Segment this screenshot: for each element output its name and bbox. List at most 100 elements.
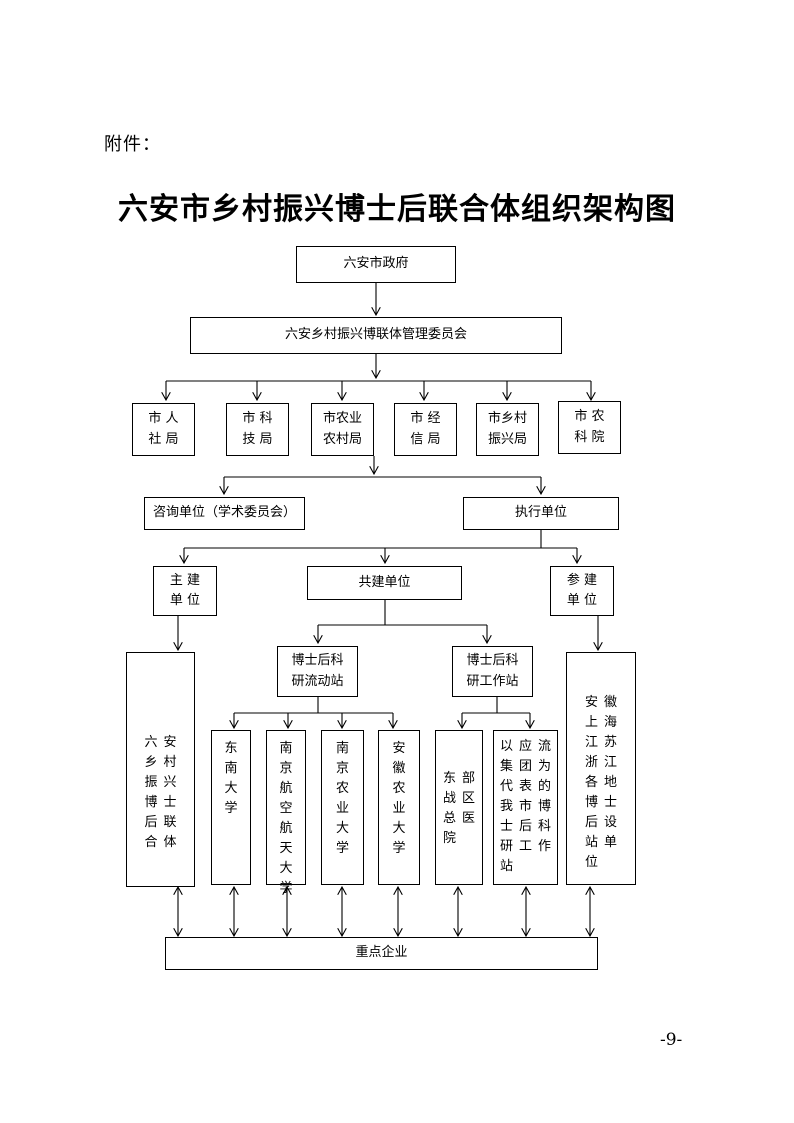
vtext-char: 浙 xyxy=(584,755,598,770)
vtext-char: 天 xyxy=(279,841,293,856)
vtext-char: 南 xyxy=(224,761,238,776)
vtext-char: 乡 xyxy=(144,755,158,770)
vtext-char: 苏 xyxy=(604,735,618,750)
vtext-char: 博 xyxy=(144,795,158,810)
vtext-char: 研 xyxy=(499,839,513,854)
vtext-char: 安 xyxy=(392,741,406,756)
vtext-column: 六乡振博后合 xyxy=(144,733,157,853)
work-station-line: 研工作站 xyxy=(466,673,519,689)
vtext-char: 各 xyxy=(584,775,598,790)
participating-unit-line: 单 位 xyxy=(566,593,598,608)
vtext-char: 位 xyxy=(584,855,598,870)
node-consulting-unit-label: 咨询单位（学术委员会） xyxy=(152,505,296,521)
bureau-line: 市农业 xyxy=(322,411,362,427)
vtext-char: 流 xyxy=(538,739,552,754)
vtext-char: 站 xyxy=(499,859,513,874)
vtext-char: 徽 xyxy=(604,695,618,710)
vtext-char: 作 xyxy=(538,839,552,854)
vtext-char: 学 xyxy=(392,841,406,856)
vtext-column: 东南大学 xyxy=(224,739,237,819)
vtext-char: 业 xyxy=(335,801,349,816)
vtext-char: 江 xyxy=(584,735,598,750)
node-cobuild-unit-label: 共建单位 xyxy=(358,574,411,590)
node-eastern-theater-hospital: 东战总院 部区医 xyxy=(435,730,483,885)
vtext-char: 博 xyxy=(538,799,552,814)
vtext-column: 以集代我士研站 xyxy=(500,737,513,877)
node-group-postdoc-stations: 以集代我士研站 应团表市后工 流为的博科作 xyxy=(493,730,558,885)
vtext-char: 六 xyxy=(144,735,158,750)
vtext-char: 科 xyxy=(538,819,552,834)
vtext-char: 合 xyxy=(144,835,158,850)
vtext-char: 团 xyxy=(518,759,532,774)
vtext-char: 徽 xyxy=(392,761,406,776)
vtext-char: 航 xyxy=(279,821,293,836)
vtext-char: 应 xyxy=(518,739,532,754)
vtext-char: 部 xyxy=(462,771,476,786)
node-university-nuaa: 南京航空航天大学 xyxy=(266,730,306,896)
node-management-committee: 六安乡村振兴博联体管理委员会 xyxy=(190,317,562,354)
participating-unit-line: 参 建 xyxy=(566,572,598,588)
vtext-char: 京 xyxy=(279,761,293,776)
bureau-line: 市 经 xyxy=(410,411,441,427)
vtext-char: 士 xyxy=(604,795,618,810)
page-title: 六安市乡村振兴博士后联合体组织架构图 xyxy=(118,192,676,227)
vtext-char: 我 xyxy=(499,799,513,814)
mobile-station-line: 博士后科 xyxy=(291,653,344,669)
node-university-southeast: 东南大学 xyxy=(211,730,251,885)
bureau-line: 振兴局 xyxy=(487,431,527,447)
vtext-char: 大 xyxy=(335,821,349,836)
vtext-char: 站 xyxy=(584,835,598,850)
vtext-column: 东战总院 xyxy=(443,769,456,849)
vtext-char: 后 xyxy=(144,815,158,830)
vtext-char: 大 xyxy=(224,781,238,796)
vtext-char: 东 xyxy=(224,741,238,756)
vtext-char: 大 xyxy=(392,821,406,836)
vtext-char: 代 xyxy=(499,779,513,794)
bureau-line: 信 局 xyxy=(410,431,441,447)
node-key-enterprises: 重点企业 xyxy=(165,937,598,970)
node-bureau-science: 市 科技 局 xyxy=(226,403,289,456)
lead-unit-line: 单 位 xyxy=(169,593,201,608)
node-regional-postdoc-stations: 安上江浙各博后站位 徽海苏江地士设单 xyxy=(566,652,636,885)
vtext-char: 表 xyxy=(518,779,532,794)
vtext-char: 南 xyxy=(279,741,293,756)
vtext-char: 振 xyxy=(144,775,158,790)
node-lead-unit: 主 建单 位 xyxy=(153,566,217,616)
bureau-line: 市 人 xyxy=(148,411,179,427)
vtext-char: 后 xyxy=(584,815,598,830)
vtext-char: 航 xyxy=(279,781,293,796)
node-city-government-label: 六安市政府 xyxy=(343,256,409,272)
vtext-char: 士 xyxy=(499,819,513,834)
bureau-line: 科 院 xyxy=(574,429,605,445)
bureau-line: 市 科 xyxy=(242,411,273,427)
bureau-line: 技 局 xyxy=(242,431,273,447)
vtext-char: 体 xyxy=(163,835,177,850)
vtext-char: 区 xyxy=(462,791,476,806)
node-executive-unit-label: 执行单位 xyxy=(514,505,567,521)
vtext-char: 博 xyxy=(584,795,598,810)
attachment-label: 附件： xyxy=(104,134,161,155)
vtext-char: 农 xyxy=(335,781,349,796)
vtext-char: 安 xyxy=(584,695,598,710)
vtext-column: 应团表市后工 xyxy=(519,737,532,857)
vtext-char: 工 xyxy=(518,839,532,854)
vtext-column: 徽海苏江地士设单 xyxy=(604,693,617,853)
vtext-char: 以 xyxy=(499,739,513,754)
vtext-char: 安 xyxy=(163,735,177,750)
lead-unit-line: 主 建 xyxy=(169,572,201,588)
bureau-line: 市 农 xyxy=(574,409,605,425)
vtext-char: 村 xyxy=(163,755,177,770)
vtext-char: 空 xyxy=(279,801,293,816)
node-academy-agricultural-sciences: 市 农科 院 xyxy=(558,401,621,454)
vtext-char: 医 xyxy=(462,811,476,826)
vtext-char: 业 xyxy=(392,801,406,816)
node-management-committee-label: 六安乡村振兴博联体管理委员会 xyxy=(284,327,467,343)
bureau-line: 社 局 xyxy=(148,431,179,447)
node-postdoc-mobile-station: 博士后科研流动站 xyxy=(277,646,358,697)
vtext-column: 部区医 xyxy=(462,769,475,829)
vtext-char: 单 xyxy=(604,835,618,850)
node-bureau-rural-revitalization: 市乡村振兴局 xyxy=(476,403,539,456)
vtext-column: 南京航空航天大学 xyxy=(279,739,292,899)
vtext-char: 院 xyxy=(442,831,456,846)
